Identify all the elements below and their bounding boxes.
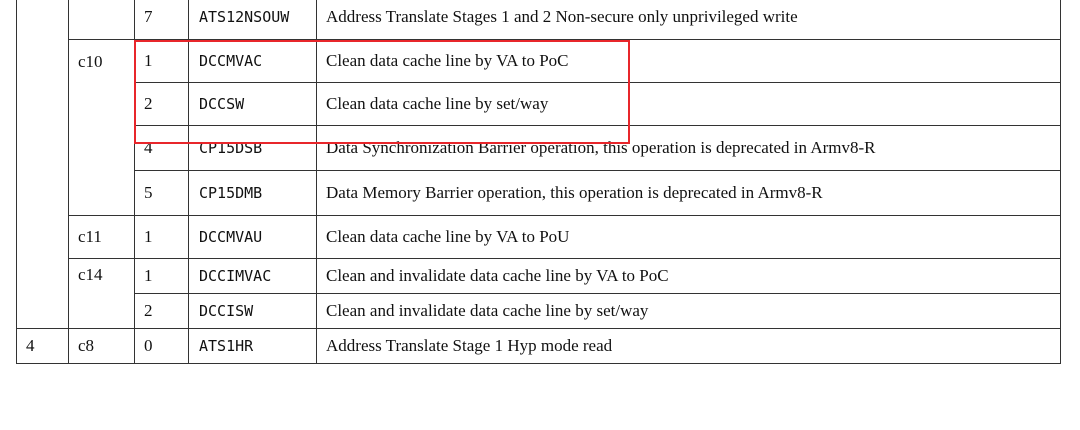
description-cell: Data Synchronization Barrier operation, … <box>316 125 1061 171</box>
register-name-cell: DCCIMVAC <box>188 258 317 294</box>
opc2-cell: 4 <box>134 125 189 171</box>
crn-cell: c14 <box>68 258 135 329</box>
description-cell: Clean data cache line by VA to PoU <box>316 215 1061 259</box>
register-name-cell: DCCMVAU <box>188 215 317 259</box>
register-name-cell: DCCISW <box>188 293 317 329</box>
table-row: 4 c8 0 ATS1HR Address Translate Stage 1 … <box>16 328 1061 364</box>
crn-cell: c10 <box>68 39 135 216</box>
register-name-cell: ATS1HR <box>188 328 317 364</box>
description-cell: Clean data cache line by VA to PoC <box>316 39 1061 83</box>
table-row: c11 1 DCCMVAU Clean data cache line by V… <box>17 215 1061 259</box>
table-row: 2 DCCSW Clean data cache line by set/way <box>17 82 1061 126</box>
register-name-cell: CP15DSB <box>188 125 317 171</box>
description-cell: Clean and invalidate data cache line by … <box>316 293 1061 329</box>
register-name-cell: DCCSW <box>188 82 317 126</box>
crn-cell: c8 <box>68 328 135 364</box>
description-cell: Clean and invalidate data cache line by … <box>316 258 1061 294</box>
crn-cell: c11 <box>68 215 135 259</box>
register-name-cell: ATS12NSOUW <box>188 0 317 40</box>
table-row: 4 CP15DSB Data Synchronization Barrier o… <box>17 125 1061 171</box>
opc2-cell: 1 <box>134 258 189 294</box>
table-row: 2 DCCISW Clean and invalidate data cache… <box>17 293 1061 329</box>
register-name-cell: CP15DMB <box>188 170 317 216</box>
opc1-cell <box>16 0 69 329</box>
crn-cell <box>68 0 135 40</box>
opc2-cell: 2 <box>134 82 189 126</box>
table-row: 7 ATS12NSOUW Address Translate Stages 1 … <box>16 0 1061 329</box>
opc2-cell: 2 <box>134 293 189 329</box>
description-cell: Address Translate Stage 1 Hyp mode read <box>316 328 1061 364</box>
description-cell: Address Translate Stages 1 and 2 Non-sec… <box>316 0 1061 40</box>
opc2-cell: 7 <box>134 0 189 40</box>
opc2-cell: 5 <box>134 170 189 216</box>
description-cell: Clean data cache line by set/way <box>316 82 1061 126</box>
table-row: 5 CP15DMB Data Memory Barrier operation,… <box>17 170 1061 216</box>
opc2-cell: 1 <box>134 215 189 259</box>
opc2-cell: 1 <box>134 39 189 83</box>
description-cell: Data Memory Barrier operation, this oper… <box>316 170 1061 216</box>
register-name-cell: DCCMVAC <box>188 39 317 83</box>
opc2-cell: 0 <box>134 328 189 364</box>
register-operations-table: 7 ATS12NSOUW Address Translate Stages 1 … <box>16 0 1061 364</box>
opc1-cell: 4 <box>16 328 69 364</box>
table-row: c10 1 DCCMVAC Clean data cache line by V… <box>17 39 1061 216</box>
table-row: c14 1 DCCIMVAC Clean and invalidate data… <box>17 258 1061 329</box>
